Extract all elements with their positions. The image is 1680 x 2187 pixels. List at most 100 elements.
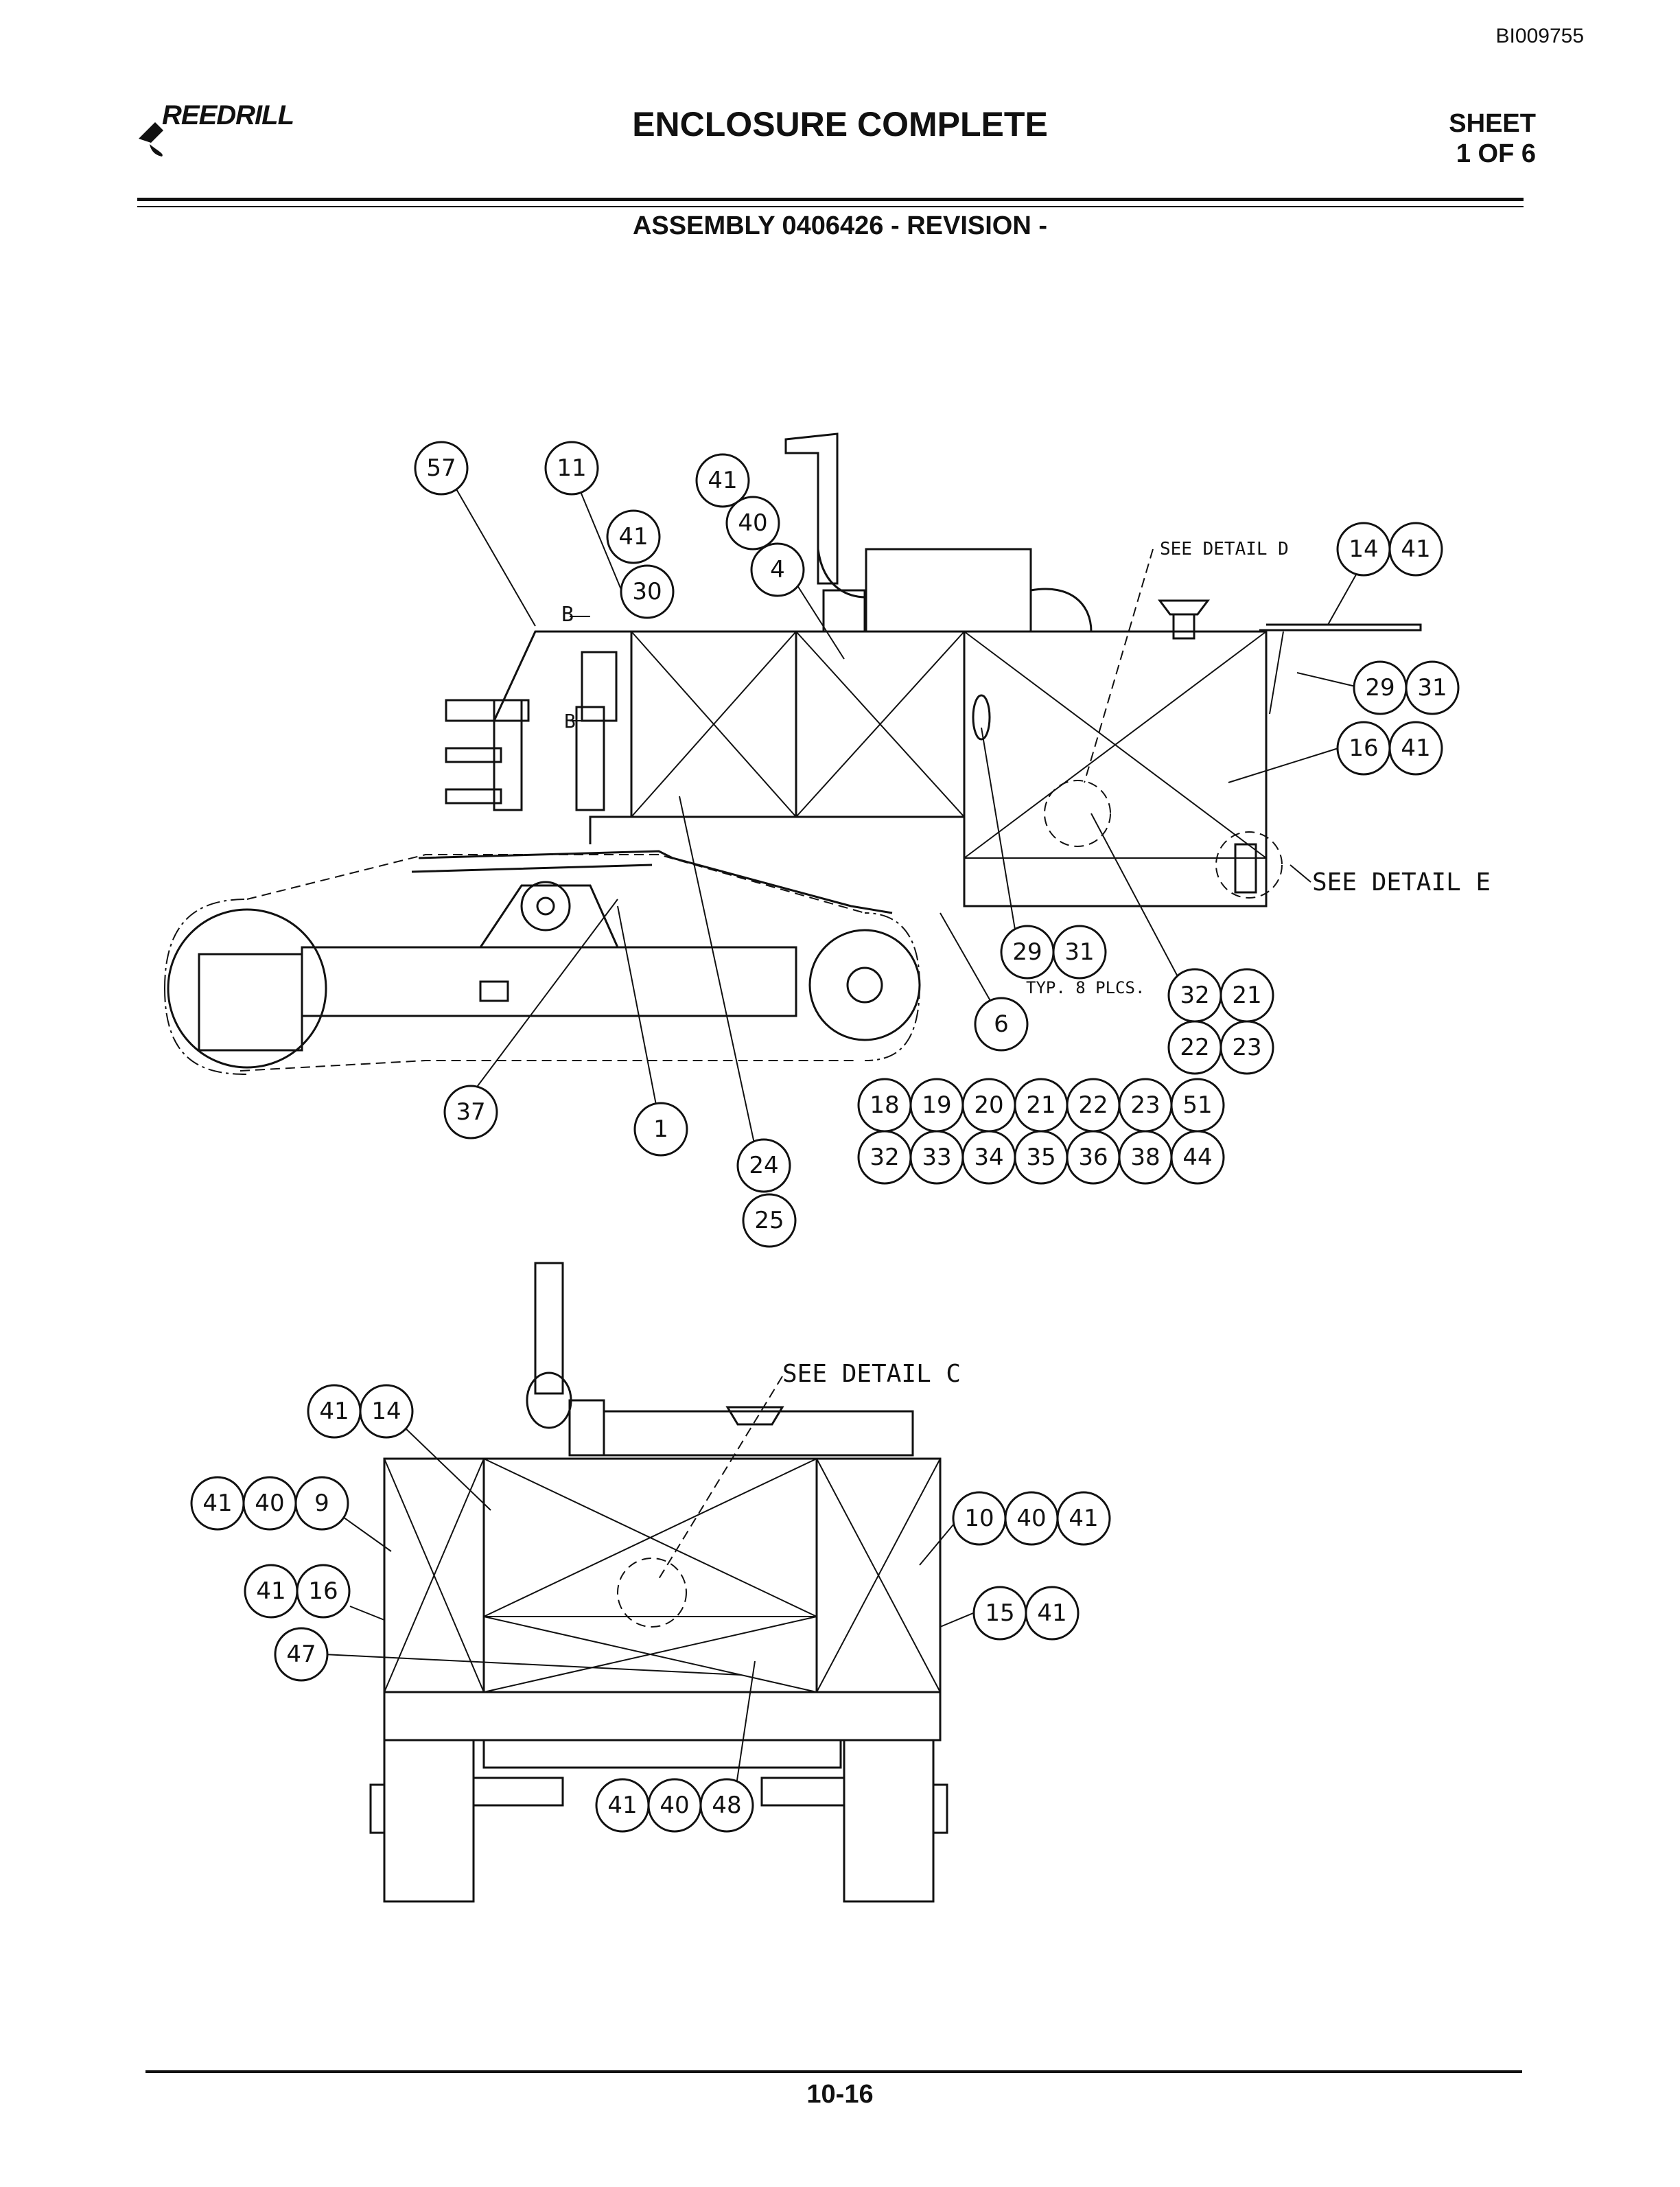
- svg-text:32: 32: [870, 1144, 899, 1171]
- balloon: 20: [961, 1078, 1016, 1133]
- balloon: 32: [1167, 968, 1222, 1023]
- balloon: 14: [1336, 522, 1391, 577]
- balloon: 23: [1118, 1078, 1173, 1133]
- balloon: 48: [699, 1778, 754, 1833]
- svg-text:57: 57: [426, 454, 456, 482]
- balloon: 9: [294, 1476, 349, 1531]
- header-rule: [137, 198, 1524, 201]
- svg-text:51: 51: [1182, 1091, 1212, 1119]
- balloon: 47: [274, 1627, 329, 1682]
- header-rule-thin: [137, 206, 1524, 207]
- svg-text:33: 33: [922, 1144, 951, 1171]
- svg-text:32: 32: [1180, 982, 1209, 1009]
- svg-text:25: 25: [754, 1207, 784, 1234]
- balloon: 31: [1052, 925, 1107, 980]
- svg-text:41: 41: [319, 1398, 349, 1425]
- svg-text:23: 23: [1130, 1091, 1160, 1119]
- balloon: 18: [857, 1078, 912, 1133]
- balloon: 51: [1170, 1078, 1225, 1133]
- balloon: 38: [1118, 1130, 1173, 1185]
- svg-text:40: 40: [1016, 1505, 1046, 1532]
- brand-logo-mark: [139, 122, 163, 157]
- balloon: 21: [1014, 1078, 1069, 1133]
- svg-text:15: 15: [985, 1599, 1014, 1627]
- svg-text:48: 48: [712, 1792, 741, 1819]
- svg-text:41: 41: [1401, 734, 1430, 762]
- svg-text:30: 30: [632, 578, 662, 605]
- balloon: 40: [242, 1476, 297, 1531]
- balloon: 11: [544, 441, 599, 496]
- svg-text:40: 40: [255, 1490, 284, 1517]
- svg-text:37: 37: [456, 1098, 485, 1126]
- balloon: 41: [307, 1384, 362, 1439]
- balloon: 15: [972, 1586, 1027, 1641]
- balloon: 16: [296, 1564, 351, 1619]
- svg-text:6: 6: [994, 1010, 1009, 1038]
- svg-text:40: 40: [738, 509, 767, 537]
- balloon: 41: [190, 1476, 245, 1531]
- note-see-detail-c: SEE DETAIL C: [782, 1360, 961, 1388]
- section-marker-b: B: [561, 603, 574, 627]
- svg-text:16: 16: [308, 1577, 338, 1605]
- balloon: 41: [595, 1778, 650, 1833]
- svg-text:34: 34: [974, 1144, 1003, 1171]
- brand-name: REEDRILL: [162, 100, 294, 130]
- balloon: 36: [1066, 1130, 1121, 1185]
- balloon: 40: [647, 1778, 702, 1833]
- page-title: ENCLOSURE COMPLETE: [632, 105, 1048, 143]
- balloon: 40: [725, 496, 780, 551]
- svg-text:10: 10: [964, 1505, 994, 1532]
- balloon: 41: [1056, 1491, 1111, 1546]
- balloon: 29: [1353, 660, 1408, 715]
- svg-text:41: 41: [1069, 1505, 1098, 1532]
- balloon: 19: [909, 1078, 964, 1133]
- balloon: 1: [633, 1102, 688, 1157]
- balloon: 4: [750, 542, 805, 597]
- balloon: 34: [961, 1130, 1016, 1185]
- svg-text:41: 41: [202, 1490, 232, 1517]
- svg-text:41: 41: [708, 467, 737, 494]
- svg-text:41: 41: [607, 1792, 637, 1819]
- svg-text:41: 41: [618, 523, 648, 551]
- balloon: 41: [695, 453, 750, 508]
- section-marker-b-lower: B: [564, 710, 576, 732]
- balloon: 29: [1000, 925, 1055, 980]
- svg-text:20: 20: [974, 1091, 1003, 1119]
- balloon: 41: [1025, 1586, 1080, 1641]
- sheet-label: SHEET: [1449, 109, 1536, 138]
- balloon: 14: [359, 1384, 414, 1439]
- balloon: 25: [742, 1193, 797, 1248]
- svg-text:47: 47: [286, 1641, 316, 1668]
- svg-text:41: 41: [1401, 535, 1430, 563]
- balloon: 41: [606, 509, 661, 564]
- svg-text:31: 31: [1417, 674, 1447, 702]
- svg-text:14: 14: [371, 1398, 401, 1425]
- svg-text:24: 24: [749, 1152, 778, 1179]
- footer-rule: [145, 2070, 1522, 2073]
- balloon: 23: [1220, 1020, 1274, 1075]
- note-typ-8-plcs: TYP. 8 PLCS.: [1026, 978, 1145, 997]
- balloon: 33: [909, 1130, 964, 1185]
- page-number: 10-16: [806, 2080, 874, 2109]
- end-view: [323, 1262, 974, 1903]
- svg-text:23: 23: [1232, 1034, 1261, 1061]
- svg-text:9: 9: [314, 1490, 329, 1517]
- svg-text:11: 11: [557, 454, 586, 482]
- svg-text:31: 31: [1064, 938, 1094, 966]
- sheet-indicator: SHEET 1 OF 6: [1449, 108, 1536, 169]
- svg-text:40: 40: [660, 1792, 689, 1819]
- svg-text:29: 29: [1012, 938, 1042, 966]
- balloon: 41: [1388, 522, 1443, 577]
- balloon: 35: [1014, 1130, 1069, 1185]
- balloon: 24: [736, 1138, 791, 1193]
- svg-text:1: 1: [653, 1115, 668, 1143]
- svg-text:35: 35: [1026, 1144, 1055, 1171]
- balloon: 40: [1004, 1491, 1059, 1546]
- note-see-detail-e: SEE DETAIL E: [1312, 868, 1491, 896]
- balloon: 10: [952, 1491, 1007, 1546]
- balloon: 6: [974, 997, 1029, 1052]
- assembly-subtitle: ASSEMBLY 0406426 - REVISION -: [632, 211, 1048, 240]
- balloon: 41: [244, 1564, 299, 1619]
- balloon: 44: [1170, 1130, 1225, 1185]
